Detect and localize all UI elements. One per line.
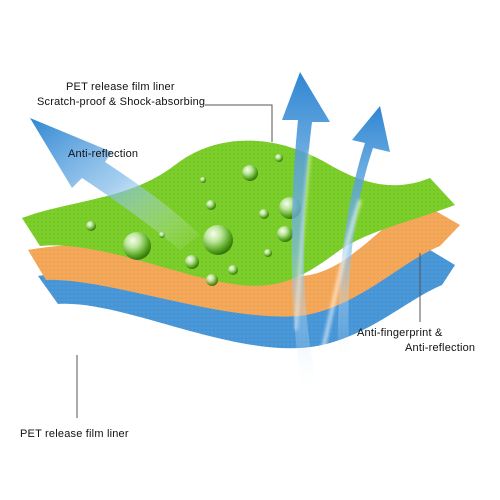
water-droplet — [206, 274, 218, 286]
water-droplet — [123, 232, 151, 260]
arrows — [30, 72, 390, 401]
water-droplet — [228, 265, 238, 275]
leader-line — [205, 104, 273, 142]
water-droplet — [264, 249, 272, 257]
anti-fingerprint-label: Anti-fingerprint & — [357, 327, 443, 339]
water-droplets — [86, 154, 301, 286]
arrow-up-icon — [282, 72, 330, 398]
water-droplet — [259, 209, 269, 219]
water-droplet — [203, 225, 233, 255]
top-liner-label: PET release film liner — [66, 81, 175, 93]
anti-reflection-label: Anti-reflection — [68, 148, 139, 160]
water-droplet — [206, 200, 216, 210]
leader-lines — [76, 104, 421, 418]
water-droplet — [277, 226, 293, 242]
water-droplet — [275, 154, 283, 162]
bottom-liner-label: PET release film liner — [20, 428, 129, 440]
arrow-up-left-icon — [30, 118, 200, 250]
orange-layer — [28, 202, 460, 317]
water-droplet — [242, 165, 258, 181]
water-droplet — [200, 177, 206, 183]
water-droplet — [86, 221, 96, 231]
top-liner-note: Scratch-proof & Shock-absorbing — [37, 96, 206, 108]
water-droplet — [185, 255, 199, 269]
anti-fingerprint-label-line2: Anti-reflection — [405, 342, 476, 354]
